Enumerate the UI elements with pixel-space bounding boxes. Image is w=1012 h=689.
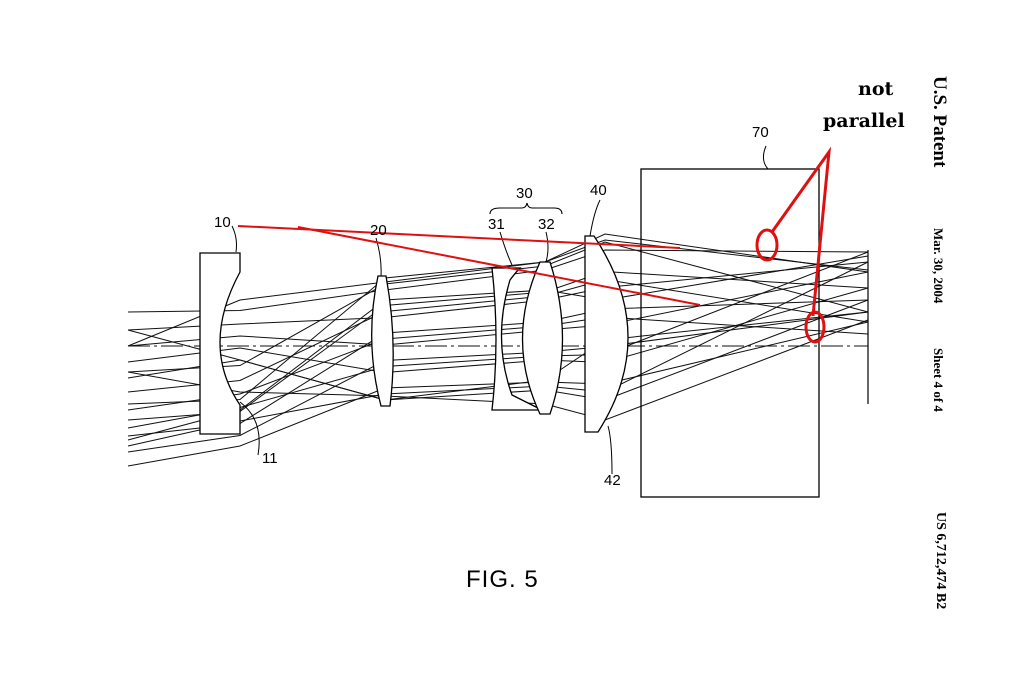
label-10: 10 <box>214 214 231 231</box>
lens-40 <box>584 235 629 433</box>
red-chief-ray-lower <box>297 226 701 306</box>
patent-sheet: Sheet 4 of 4 <box>931 348 946 412</box>
group-30-bracket <box>489 202 563 215</box>
lens-31 <box>491 267 543 411</box>
label-70: 70 <box>752 124 769 141</box>
label-42: 42 <box>604 472 621 489</box>
traced-ray <box>127 311 869 453</box>
lens-10 <box>199 252 241 435</box>
label-20: 20 <box>370 222 387 239</box>
lens-20 <box>371 275 394 407</box>
patent-title: U.S. Patent <box>929 76 950 168</box>
block-70 <box>640 168 820 498</box>
figure-caption: FIG. 5 <box>466 566 539 593</box>
label-30: 30 <box>516 185 533 202</box>
red-chief-ray-upper <box>237 225 681 249</box>
traced-ray <box>127 321 869 467</box>
patent-number: US 6,712,474 B2 <box>933 512 948 610</box>
traced-ray <box>127 287 869 374</box>
red-circle-lower <box>804 310 826 344</box>
label-32: 32 <box>538 216 555 233</box>
annotation-text-not: not <box>858 78 894 100</box>
label-31: 31 <box>488 216 505 233</box>
red-pointer <box>770 146 832 317</box>
annotation-text-parallel: parallel <box>823 110 905 132</box>
patent-date: Mar. 30, 2004 <box>931 228 946 304</box>
traced-ray <box>127 271 869 347</box>
label-11: 11 <box>262 450 278 467</box>
red-circle-upper <box>755 228 779 262</box>
lens-32 <box>521 261 564 415</box>
red-annotation <box>237 146 832 344</box>
label-40: 40 <box>590 182 607 199</box>
